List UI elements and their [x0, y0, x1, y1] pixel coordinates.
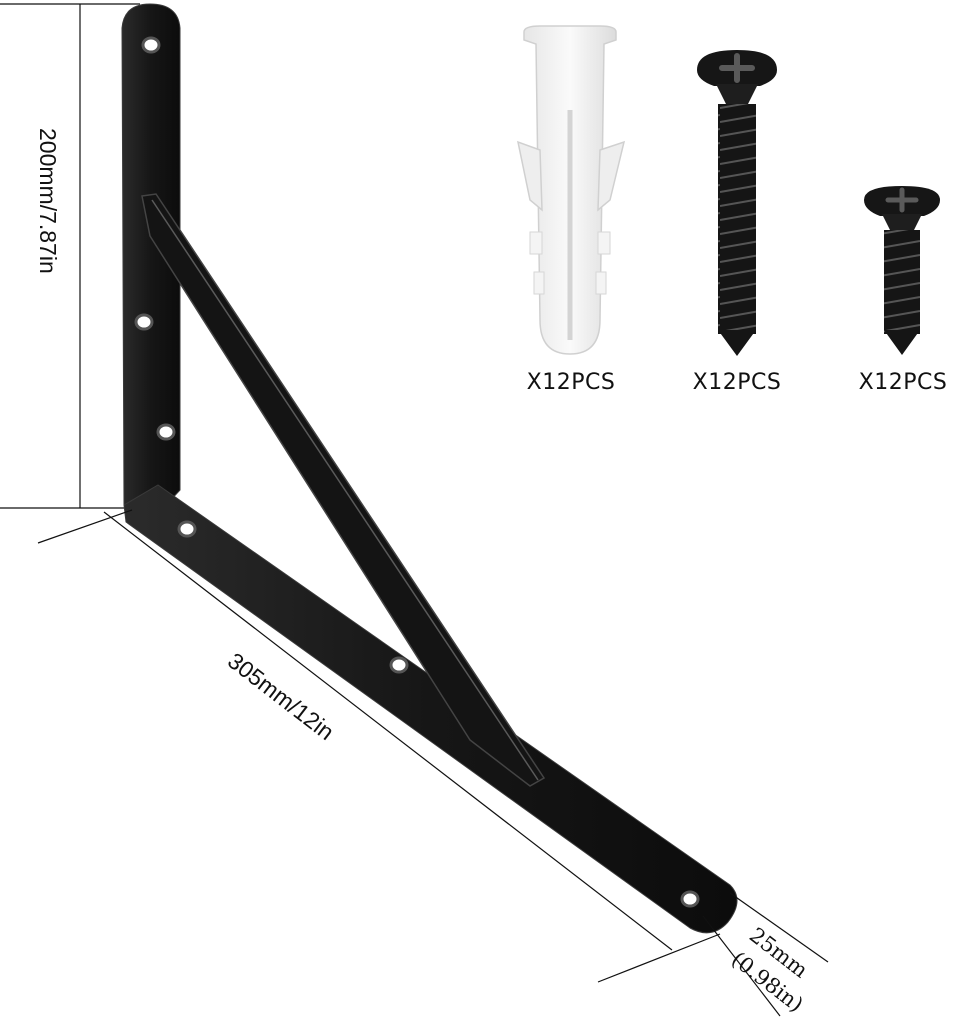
- length-dimension: 305mm/12in: [37, 509, 673, 951]
- mounting-hole: [156, 423, 176, 441]
- mounting-hole: [141, 36, 161, 54]
- mounting-hole: [389, 656, 409, 674]
- bracket-vertical-arm: [121, 3, 181, 521]
- shelf-bracket: [121, 3, 738, 934]
- long-screw-icon: [697, 50, 777, 356]
- mounting-hole: [134, 313, 154, 331]
- short-screw-quantity: X12PCS: [858, 370, 948, 395]
- bracket-horizontal-arm: [123, 484, 738, 934]
- height-dimension: 200mm/7.87in: [0, 3, 140, 509]
- long-screw-quantity: X12PCS: [692, 370, 782, 395]
- mounting-hole: [680, 890, 700, 908]
- wall-anchor-icon: [516, 25, 626, 355]
- height-label: 200mm/7.87in: [35, 128, 61, 274]
- wall-anchor-quantity: X12PCS: [526, 370, 616, 395]
- mounting-hole: [177, 520, 197, 538]
- mounting-holes: [134, 36, 700, 908]
- short-screw-icon: [864, 186, 940, 355]
